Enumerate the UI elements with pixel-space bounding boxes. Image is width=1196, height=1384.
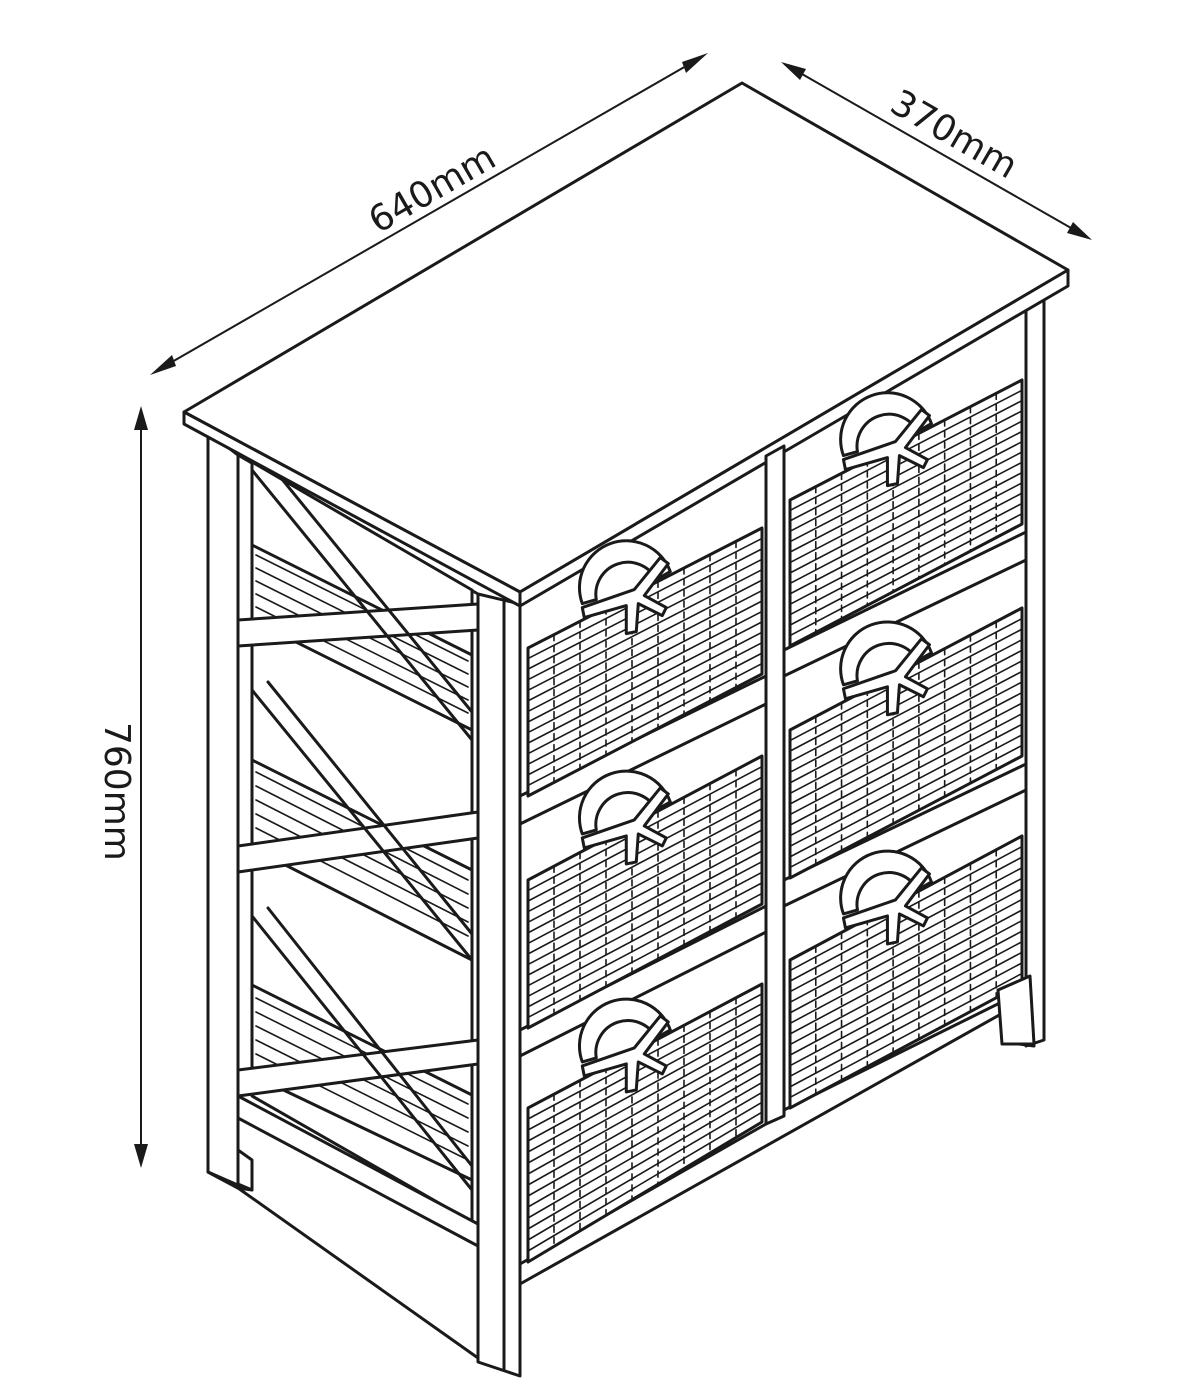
drawer-left-top[interactable] [526, 526, 764, 798]
weave-strand [527, 558, 763, 681]
center-divider [764, 444, 786, 1126]
width-label: 640mm [362, 137, 503, 242]
weave-strand [789, 461, 1023, 585]
weave-strand [789, 723, 1023, 848]
right-side-panel [1024, 294, 1046, 1048]
weave-strand [789, 440, 1023, 564]
weave-strand [527, 850, 763, 976]
drawer-left-bottom[interactable] [526, 982, 764, 1264]
top-side-edge [182, 410, 522, 608]
drawers [526, 378, 1024, 1264]
weave-strand [527, 1052, 763, 1186]
right-front-foot [996, 974, 1036, 1046]
weave-strand [527, 631, 763, 755]
weave-strand [789, 702, 1023, 826]
side-rails [236, 602, 480, 1248]
weave-strand [527, 1111, 763, 1252]
weave-strand [789, 471, 1023, 595]
weave-strand [789, 744, 1023, 869]
weave-strand [789, 898, 1023, 1025]
weave-strand [527, 871, 763, 998]
weave-strand [789, 940, 1023, 1067]
weave-strand [527, 1081, 763, 1219]
weave-strand [789, 866, 1023, 993]
weave-strand [527, 600, 763, 723]
weave-strand [789, 856, 1023, 982]
weave-strand [789, 877, 1023, 1004]
weave-strand [789, 691, 1023, 816]
weave-strand [789, 430, 1023, 553]
weave-strand [789, 670, 1023, 795]
weave-strand [789, 909, 1023, 1035]
drawer-left-middle[interactable] [526, 754, 764, 1030]
weave-strand [527, 1032, 763, 1164]
weave-strand [527, 860, 763, 987]
left-front-leg [476, 592, 522, 1378]
weave-strand [527, 797, 763, 924]
weave-strand [527, 589, 763, 713]
left-side-frame [206, 430, 240, 1190]
weave-strand [527, 621, 763, 744]
weave-strand [789, 638, 1023, 763]
weave-strand [527, 568, 763, 692]
weave-strand [527, 786, 763, 913]
weave-strand [789, 888, 1023, 1014]
weave-strand [527, 839, 763, 966]
side-x-braces [250, 460, 474, 1192]
weave-strand [789, 712, 1023, 837]
weave-strand [527, 882, 763, 1008]
drawer-handle[interactable] [839, 849, 933, 946]
weave-strand [789, 681, 1023, 805]
weave-strand [789, 734, 1023, 858]
weave-strand [527, 1022, 763, 1153]
weave-strand [527, 641, 763, 766]
weave-strand [527, 548, 763, 670]
drawer-handle[interactable] [577, 997, 672, 1094]
weave-strand [527, 1062, 763, 1197]
depth-label: 370mm [884, 82, 1025, 187]
weave-strand [789, 482, 1023, 606]
weave-strand [527, 1012, 763, 1142]
weave-strand [789, 649, 1023, 774]
weave-strand [527, 776, 763, 902]
cabinet [182, 81, 1070, 1378]
weave-strand [527, 1042, 763, 1175]
weave-strand [789, 410, 1023, 533]
drawer-handle[interactable] [577, 539, 672, 636]
weave-strand [789, 930, 1023, 1056]
weave-strand [527, 652, 763, 776]
drawer-right-middle[interactable] [788, 606, 1024, 880]
weave-strand [789, 512, 1023, 637]
weave-strand [527, 1101, 763, 1241]
weave-strand [527, 818, 763, 945]
drawer-handle[interactable] [839, 391, 933, 488]
weave-strand [527, 610, 763, 734]
weave-strand [789, 628, 1023, 752]
weave-strand [527, 1091, 763, 1230]
weave-strand [527, 662, 763, 787]
drawer-handle[interactable] [839, 620, 933, 717]
weave-strand [527, 579, 763, 702]
drawer-right-bottom[interactable] [788, 834, 1024, 1110]
weave-strand [789, 972, 1023, 1099]
weave-strand [789, 962, 1023, 1088]
weave-strand [789, 492, 1023, 616]
weave-strand [789, 399, 1023, 522]
weave-strand [789, 919, 1023, 1046]
weave-strand [789, 502, 1023, 626]
weave-strand [527, 829, 763, 955]
weave-strand [789, 451, 1023, 574]
weave-strand [789, 660, 1023, 784]
weave-strand [789, 420, 1023, 543]
weave-strand [527, 1071, 763, 1208]
weave-strand [789, 951, 1023, 1078]
weave-strand [527, 892, 763, 1019]
drawer-handle[interactable] [577, 769, 672, 866]
weave-strand [527, 808, 763, 934]
drawer-right-top[interactable] [788, 378, 1024, 648]
height-dimension: 760mm [96, 406, 148, 1168]
height-label: 760mm [96, 722, 137, 861]
